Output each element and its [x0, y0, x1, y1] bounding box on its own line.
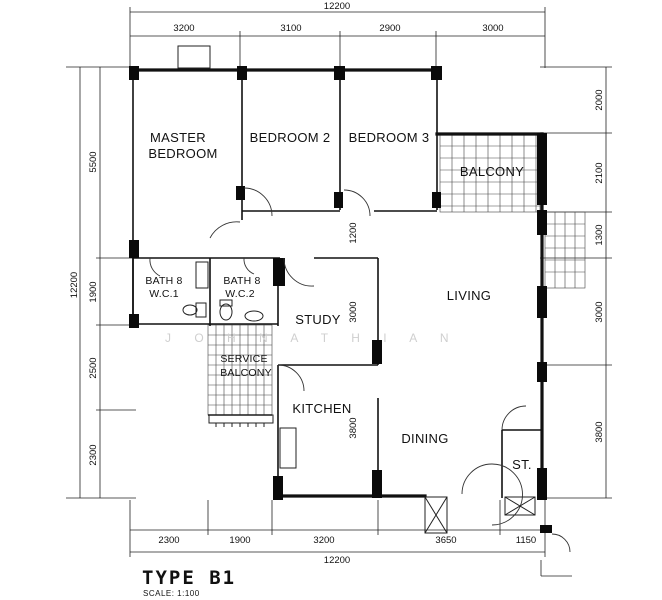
label-bedroom-3: BEDROOM 3 [349, 130, 430, 145]
ac-ledge [177, 45, 211, 69]
dim-right-2: 2100 [594, 162, 605, 183]
dim-top-4: 3000 [482, 23, 503, 34]
interior-dimensions: 1200 3000 3800 [348, 222, 359, 438]
dim-top-total: 12200 [324, 1, 350, 12]
bomb-shelter-box [424, 496, 448, 534]
label-bath2-line1: BATH 8 [223, 275, 260, 287]
dim-left-total: 12200 [69, 272, 80, 298]
dim-right-3: 1300 [594, 224, 605, 245]
label-bath1-line1: BATH 8 [145, 275, 182, 287]
room-labels: MASTER BEDROOM BEDROOM 2 BEDROOM 3 BALCO… [145, 130, 531, 472]
dim-right-5: 3800 [594, 421, 605, 442]
dim-top-3: 2900 [379, 23, 400, 34]
dim-bottom-extra-2: 1150 [516, 535, 536, 546]
dim-right-4: 3000 [594, 301, 605, 322]
left-dimensions: 12200 5500 1900 2500 2300 [66, 66, 136, 499]
columns [129, 66, 547, 500]
plan-title: TYPE B1 [142, 567, 236, 589]
dim-left-3: 2500 [88, 357, 99, 378]
doors [149, 187, 527, 526]
label-service-balcony-line1: SERVICE [220, 353, 267, 365]
store-duct [504, 496, 536, 516]
watermark: J O H N A T H I A N [165, 331, 459, 345]
dim-interior-kitchen: 3800 [348, 417, 359, 438]
top-dimensions: 12200 3200 3100 2900 3000 [129, 1, 546, 68]
bath2-basin [244, 310, 264, 322]
label-study: STUDY [295, 312, 341, 327]
bottom-dimensions: 2300 1900 3200 3650 1150 12200 [129, 500, 546, 566]
label-bath1-line2: W.C.1 [149, 288, 179, 300]
dim-right-1: 2000 [594, 89, 605, 110]
fixtures [177, 45, 552, 534]
dim-top-2: 3100 [280, 23, 301, 34]
label-living: LIVING [447, 288, 491, 303]
label-balcony: BALCONY [460, 164, 524, 179]
label-store: ST. [512, 457, 532, 472]
dim-interior-study-top: 1200 [348, 222, 359, 243]
right-dimensions: 2000 2100 1300 3000 3800 [540, 66, 612, 499]
label-master-bedroom-line1: MASTER [150, 130, 206, 145]
bath1-toilet [182, 304, 198, 316]
label-kitchen: KITCHEN [292, 401, 351, 416]
label-bath2-line2: W.C.2 [225, 288, 255, 300]
dim-bottom-1: 2300 [158, 535, 179, 546]
dim-top-1: 3200 [173, 23, 194, 34]
dim-interior-study: 3000 [348, 301, 359, 322]
kitchen-counter [279, 427, 297, 469]
bath1-shower [195, 261, 209, 289]
balcony-tiles [439, 133, 586, 289]
dim-left-2: 1900 [88, 281, 99, 302]
label-master-bedroom-line2: BEDROOM [148, 146, 217, 161]
dim-left-4: 2300 [88, 444, 99, 465]
dim-bottom-2: 1900 [229, 535, 250, 546]
dim-bottom-3: 3200 [313, 535, 334, 546]
plan-scale: SCALE: 1:100 [143, 589, 200, 598]
label-service-balcony-line2: BALCONY [220, 367, 272, 379]
label-bedroom-2: BEDROOM 2 [250, 130, 331, 145]
dim-bottom-extra-1: 3650 [435, 535, 456, 546]
dim-left-1: 5500 [88, 151, 99, 172]
reference-marker [540, 533, 572, 577]
label-dining: DINING [401, 431, 448, 446]
bath2-toilet [219, 303, 233, 321]
dim-bottom-total: 12200 [324, 555, 350, 566]
